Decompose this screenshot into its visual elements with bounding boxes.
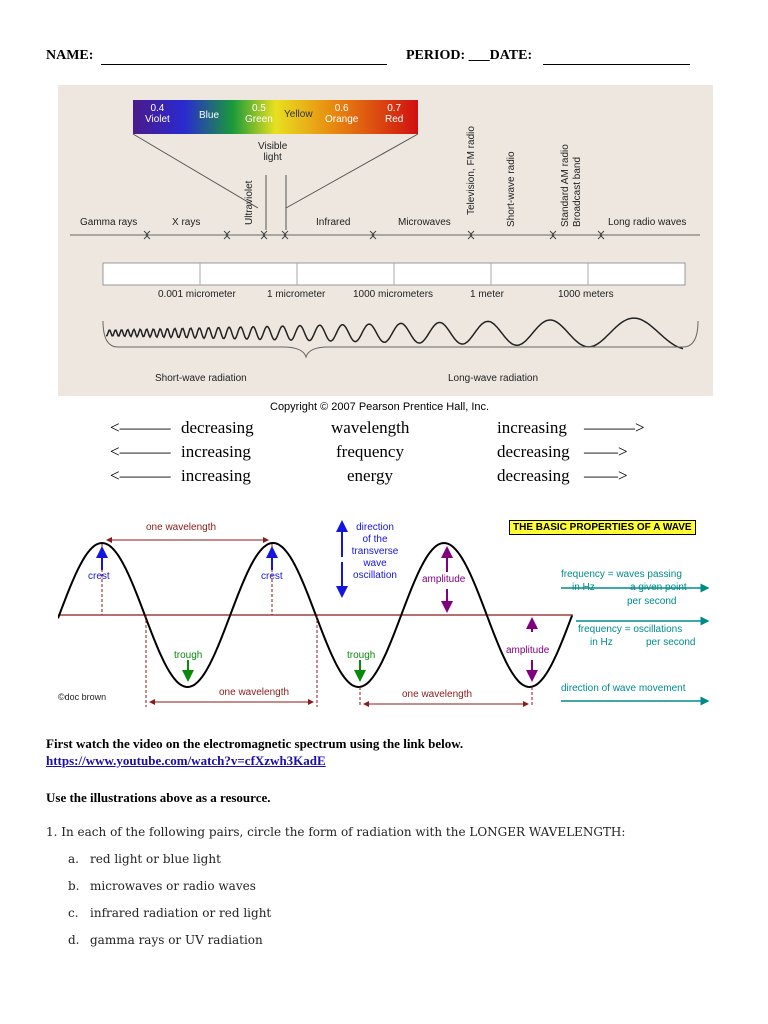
scale-blue: Blue bbox=[199, 110, 220, 121]
trend-left-1: decreasing bbox=[181, 418, 254, 437]
frequency-def-1d: per second bbox=[627, 596, 677, 607]
instruction-resource: Use the illustrations above as a resourc… bbox=[46, 790, 271, 805]
q1-c-letter: c. bbox=[68, 906, 79, 920]
trough-label-2: trough bbox=[347, 650, 376, 661]
trend-left-3: increasing bbox=[181, 466, 251, 485]
sine-wave bbox=[57, 541, 573, 689]
crest-label-1: crest bbox=[88, 571, 110, 582]
right-arrow-3: ――> bbox=[584, 466, 628, 485]
scale-label-4: 1 meter bbox=[470, 289, 504, 300]
em-spectrum-svg bbox=[70, 100, 700, 359]
scale-label-1: 0.001 micrometer bbox=[158, 289, 236, 300]
trend-middle-2: frequency bbox=[336, 442, 404, 461]
instruction-watch-video: First watch the video on the electromagn… bbox=[46, 736, 464, 751]
region-shortwave: Short-wave radio bbox=[506, 151, 517, 227]
wavelength-label-right: one wavelength bbox=[402, 689, 473, 700]
scale-yellow: Yellow bbox=[284, 109, 313, 120]
q1-d-text[interactable]: gamma rays or UV radiation bbox=[90, 933, 263, 947]
left-arrow-1: <――― bbox=[110, 418, 171, 437]
wavelength-curve bbox=[106, 317, 684, 350]
right-arrow-1: ―――> bbox=[584, 418, 645, 437]
region-infrared: Infrared bbox=[316, 217, 351, 228]
direction-oscillation-label: direction of the transverse wave oscilla… bbox=[351, 522, 399, 581]
region-gamma: Gamma rays bbox=[80, 217, 138, 228]
name-line[interactable] bbox=[101, 64, 387, 65]
right-arrow-2: ――> bbox=[584, 442, 628, 461]
frequency-def-2b: in Hz bbox=[590, 637, 613, 648]
scale-label-5: 1000 meters bbox=[558, 289, 614, 300]
region-am: Standard AM radio bbox=[560, 144, 571, 227]
region-tv-fm: Television, FM radio bbox=[466, 126, 477, 215]
left-arrow-2: <――― bbox=[110, 442, 171, 461]
visible-light-label: Visible light bbox=[258, 141, 288, 163]
period-date-label: PERIOD: ___DATE: bbox=[406, 48, 533, 63]
long-wave-label: Long-wave radiation bbox=[448, 373, 539, 384]
scale-label-3: 1000 micrometers bbox=[353, 289, 434, 300]
date-line[interactable] bbox=[543, 64, 690, 65]
youtube-link[interactable]: https://www.youtube.com/watch?v=cfXzwh3K… bbox=[46, 753, 326, 768]
left-arrow-3: <――― bbox=[110, 466, 171, 485]
trend-middle-3: energy bbox=[347, 466, 393, 485]
trend-left-2: increasing bbox=[181, 442, 251, 461]
frequency-def-1b: in Hz bbox=[572, 582, 595, 593]
visible-spectrum-bar bbox=[133, 100, 418, 134]
trend-middle-1: wavelength bbox=[331, 418, 410, 437]
q1-b-text[interactable]: microwaves or radio waves bbox=[90, 879, 256, 893]
crest-label-2: crest bbox=[261, 571, 283, 582]
copyright: Copyright © 2007 Pearson Prentice Hall, … bbox=[270, 401, 490, 413]
direction-movement-label: direction of wave movement bbox=[561, 683, 686, 694]
question-1-prompt: 1. In each of the following pairs, circl… bbox=[46, 825, 626, 839]
q1-c-text[interactable]: infrared radiation or red light bbox=[90, 906, 272, 920]
scale-label-2: 1 micrometer bbox=[267, 289, 326, 300]
region-uv: Ultraviolet bbox=[244, 180, 255, 225]
credit-label: ©doc brown bbox=[58, 692, 107, 702]
wavelength-label-mid: one wavelength bbox=[219, 687, 290, 698]
q1-a-text[interactable]: red light or blue light bbox=[90, 852, 221, 866]
trend-right-1: increasing bbox=[497, 418, 567, 437]
q1-b-letter: b. bbox=[68, 879, 80, 893]
trend-right-2: decreasing bbox=[497, 442, 570, 461]
wave-svg bbox=[57, 520, 710, 707]
region-microwaves: Microwaves bbox=[398, 217, 451, 228]
name-label: NAME: bbox=[46, 48, 94, 63]
q1-a-letter: a. bbox=[68, 852, 79, 866]
frequency-def-2a: frequency = oscillations bbox=[578, 624, 683, 635]
frequency-def-1a: frequency = waves passing bbox=[561, 569, 682, 580]
region-long-radio: Long radio waves bbox=[608, 217, 687, 228]
frequency-def-1c: a given point bbox=[630, 582, 687, 593]
trend-right-3: decreasing bbox=[497, 466, 570, 485]
frequency-def-2c: per second bbox=[646, 637, 696, 648]
short-wave-label: Short-wave radiation bbox=[155, 373, 247, 384]
amplitude-label-2: amplitude bbox=[506, 645, 550, 656]
region-xrays: X rays bbox=[172, 217, 201, 228]
trough-label-1: trough bbox=[174, 650, 203, 661]
q1-d-letter: d. bbox=[68, 933, 80, 947]
wave-properties-diagram: one wavelength one wavelength one wavele… bbox=[57, 512, 718, 712]
wave-title: THE BASIC PROPERTIES OF A WAVE bbox=[509, 520, 696, 535]
amplitude-label-1: amplitude bbox=[422, 574, 466, 585]
wavelength-label-top: one wavelength bbox=[146, 522, 217, 533]
region-broadcast: Broadcast band bbox=[572, 156, 583, 227]
